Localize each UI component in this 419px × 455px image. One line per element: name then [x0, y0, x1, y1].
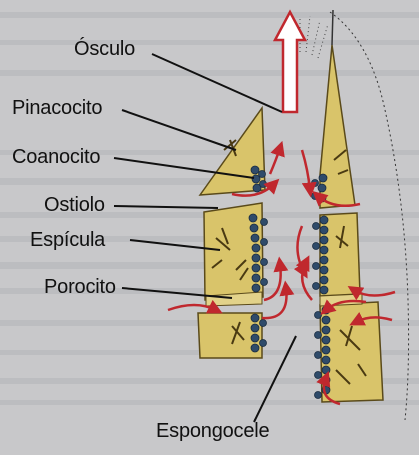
choanocytes: [249, 166, 330, 399]
label-coanocito: Coanocito: [12, 146, 100, 168]
leader-pinacocito: [122, 110, 236, 150]
label-osculo: Ósculo: [74, 38, 135, 60]
label-porocito: Porocito: [44, 276, 116, 298]
leader-ostiolo: [114, 206, 218, 208]
label-pinacocito: Pinacocito: [12, 97, 102, 119]
pinacoderm-plate-right-1: [320, 45, 355, 208]
label-espicula: Espícula: [30, 229, 105, 251]
label-ostiolo: Ostiolo: [44, 194, 105, 216]
leader-osculo: [152, 54, 282, 112]
label-espongocele: Espongocele: [156, 420, 269, 442]
